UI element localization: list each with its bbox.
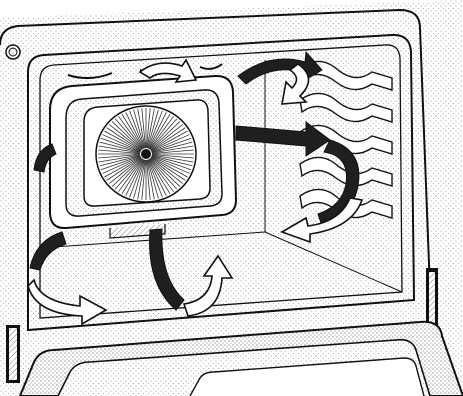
fan-blade-line (149, 121, 181, 151)
airflow-arrow-center-down (149, 228, 185, 311)
fan-blade-line (147, 109, 159, 149)
rack-guide (299, 92, 393, 123)
fan-blade-line (148, 158, 171, 195)
fan-blade-line (125, 159, 144, 196)
fan-blade-line (147, 159, 159, 199)
door-hinge-left (6, 325, 20, 383)
airflow-arrow-corner (281, 63, 310, 105)
fan-blade-line (151, 155, 192, 171)
fan-blade-line (102, 156, 141, 174)
fan-blade-line (151, 130, 188, 152)
rack-guide (299, 60, 393, 91)
fan-blade-line (146, 108, 155, 149)
airflow-arrow-left-lower (29, 231, 67, 271)
convection-fan (95, 105, 197, 203)
fan-blade-line (150, 157, 184, 184)
fan-blade-line (141, 108, 146, 149)
fan-blade-line (137, 108, 146, 149)
fan-blade-line (146, 108, 151, 149)
fan-blade-line (104, 130, 141, 152)
fan-blade-line (98, 154, 141, 159)
fan-blade-line (151, 154, 194, 163)
fan-blade-line (151, 155, 193, 167)
airflow-arrow-return (280, 197, 364, 244)
fan-blade-line (98, 149, 141, 154)
fan-blade-line (146, 159, 151, 200)
fan-blade-line (98, 145, 141, 154)
fan-blade-line (125, 112, 144, 149)
fan-blade-line (147, 159, 163, 198)
airflow-arrow-top (138, 58, 198, 83)
fan-blade-line (106, 157, 142, 181)
fan-blade-line (100, 155, 141, 171)
fan-blade-line (111, 121, 143, 151)
fan-blade-line (151, 141, 193, 153)
fan-blade-line (102, 134, 141, 152)
fan-blade-line (151, 156, 190, 174)
fan-blade-line (129, 110, 145, 149)
fan-blade-line (133, 159, 145, 199)
fan-blade-line (121, 158, 144, 195)
fan-blade-line (114, 118, 143, 150)
fan-blade-line (148, 112, 167, 149)
fan-blade-line (111, 157, 143, 187)
fan-blade-line (98, 154, 141, 163)
fan-blade-line (150, 127, 186, 151)
fan-blade-line (108, 157, 142, 184)
fan-blade-line (151, 134, 190, 152)
oven-light (5, 44, 21, 60)
fan-hub (141, 149, 151, 159)
fan-blade-line (151, 156, 188, 178)
fan-blade-line (149, 158, 178, 190)
fan-blade-line (114, 158, 143, 190)
airflow-arrows (27, 50, 364, 326)
fan-blade-line (133, 109, 145, 149)
fan-blade-line (104, 156, 141, 178)
fan-blade-line (149, 118, 178, 150)
fan-blade-line (148, 159, 167, 196)
fan-blade-line (148, 113, 171, 150)
fan-blade-line (141, 159, 146, 200)
fan-blade-line (149, 158, 174, 192)
fan-blade-line (151, 145, 194, 154)
airflow-arrow-upper-right (237, 50, 323, 85)
door-hinge-right (426, 268, 438, 338)
airflow-arrow-lower-left (27, 278, 108, 326)
fan-blade-line (147, 110, 163, 149)
fan-blade-line (146, 159, 155, 200)
fan-blade-line (150, 157, 186, 181)
fan-blade-line (149, 116, 174, 150)
fan-blade-line (100, 137, 141, 153)
fan-blade-line (151, 149, 194, 154)
fan-blade-line (108, 124, 142, 151)
fan-blade-line (118, 158, 143, 192)
fan-blade-line (137, 159, 146, 200)
airflow-arrow-middle (235, 121, 331, 157)
fan-blade-line (118, 116, 143, 150)
fan-blade-line (99, 141, 141, 153)
fan-blade-line (99, 155, 141, 167)
fan-blade-line (121, 113, 144, 150)
fan-blade-line (150, 124, 184, 151)
fan-blade-line (106, 127, 142, 151)
airflow-arrow-center-up (182, 254, 234, 317)
fan-blade-line (151, 154, 194, 159)
fan-blade-line (129, 159, 145, 198)
fan-blade-line (151, 137, 192, 153)
airflow-arrow-left-upper (33, 143, 57, 173)
oven-door (18, 320, 463, 396)
fan-blade-line (149, 157, 181, 187)
